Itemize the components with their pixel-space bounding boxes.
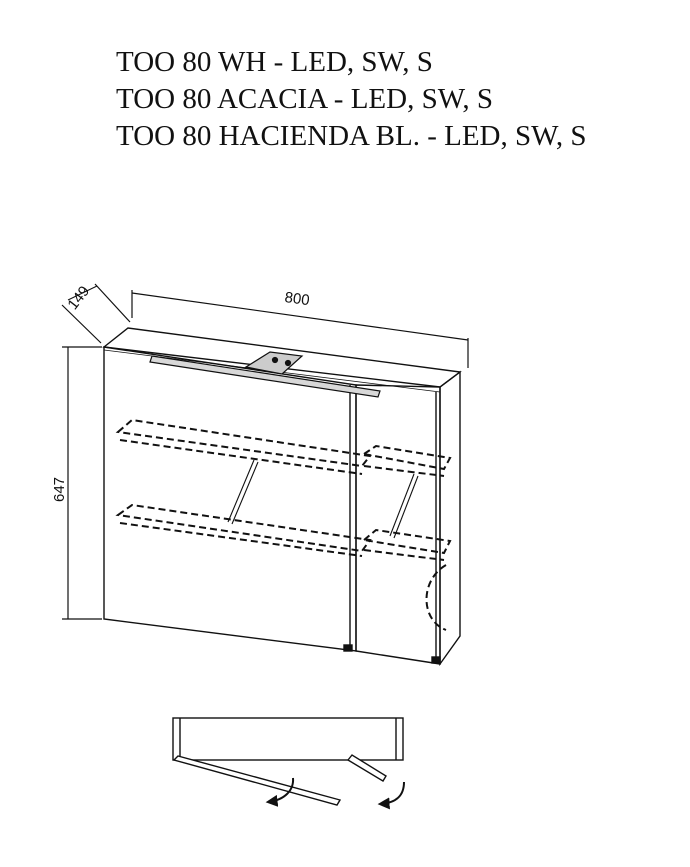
- width-dimension-label: 800: [284, 289, 311, 309]
- led-lamp: [149, 351, 381, 398]
- height-dimension-label: 647: [51, 477, 68, 502]
- product-title-line-hacienda: TOO 80 HACIENDA BL. - LED, SW, S: [116, 120, 587, 152]
- shelves-hidden: [115, 418, 452, 631]
- width-dimension: 800: [131, 289, 469, 368]
- product-title-line-wh: TOO 80 WH - LED, SW, S: [116, 46, 433, 78]
- product-title-line-acacia: TOO 80 ACACIA - LED, SW, S: [116, 83, 494, 115]
- glass-reflection-marks: [227, 459, 419, 539]
- door-opening-top-view: [172, 717, 405, 810]
- depth-dimension-label: 149: [64, 283, 93, 313]
- height-dimension: 647: [51, 346, 102, 620]
- product-title-block: TOO 80 WH - LED, SW, S TOO 80 ACACIA - L…: [116, 44, 586, 155]
